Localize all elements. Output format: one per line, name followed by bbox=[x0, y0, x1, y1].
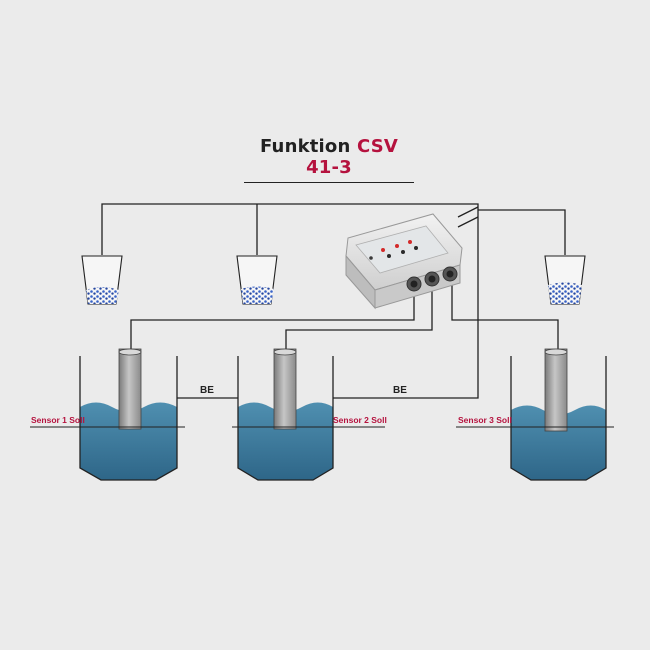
sensor-1-label: Sensor 1 Soll bbox=[31, 415, 85, 425]
diagram-title: Funktion CSV 41-3 bbox=[244, 136, 414, 183]
hopper-3 bbox=[544, 255, 586, 305]
title-accent: CSV 41-3 bbox=[306, 136, 399, 178]
hopper-1 bbox=[81, 255, 123, 305]
tank-3 bbox=[510, 348, 607, 481]
controller-unit bbox=[345, 213, 463, 310]
tank-1 bbox=[79, 348, 178, 481]
sensor-3-label: Sensor 3 Soll bbox=[458, 415, 512, 425]
connection-label-1: BE bbox=[200, 385, 214, 396]
hopper-2 bbox=[236, 255, 278, 305]
connector-ports bbox=[406, 266, 458, 292]
connection-label-2: BE bbox=[393, 385, 407, 396]
title-main: Funktion bbox=[259, 136, 351, 157]
wiring bbox=[101, 203, 566, 399]
sensor-2-label: Sensor 2 Soll bbox=[333, 415, 387, 425]
tank-2 bbox=[237, 348, 334, 481]
